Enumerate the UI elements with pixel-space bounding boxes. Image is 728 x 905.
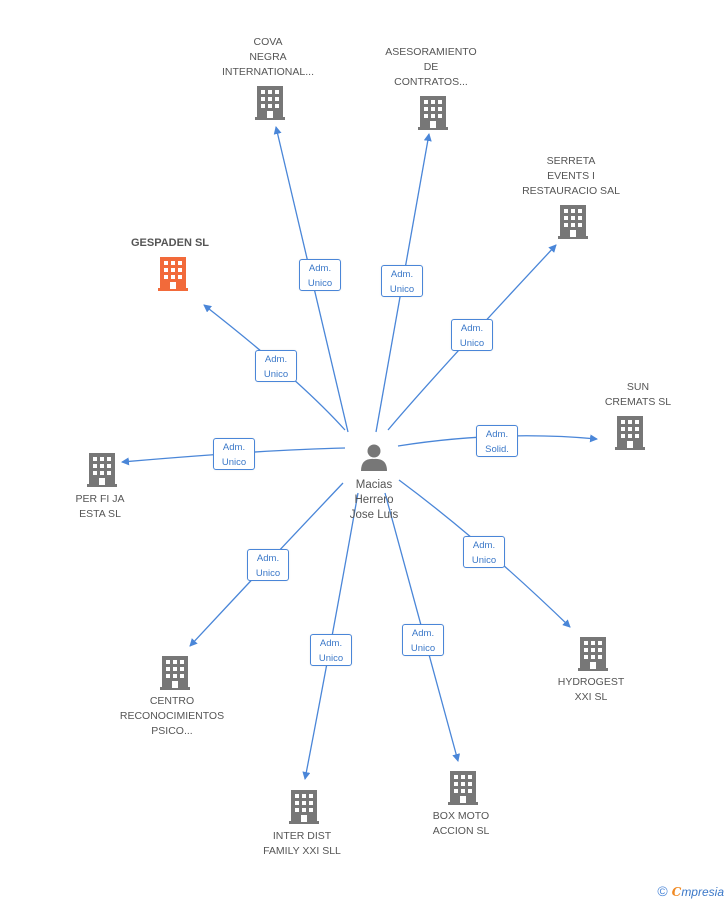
relation-badge-boxmoto[interactable]: Adm. Unico (402, 624, 444, 656)
relation-badge-serreta[interactable]: Adm. Unico (451, 319, 493, 351)
center-person-label[interactable]: Macias Herrero Jose Luis (349, 479, 399, 521)
node-label-perfija[interactable]: PER FI JA ESTA SL (75, 493, 125, 520)
node-label-interdist[interactable]: INTER DIST FAMILY XXI SLL (263, 830, 341, 857)
building-icon[interactable] (558, 205, 588, 239)
relation-badge-perfija[interactable]: Adm. Unico (213, 438, 255, 470)
building-icon[interactable] (418, 96, 448, 130)
relation-badge-interdist[interactable]: Adm. Unico (310, 634, 352, 666)
brand-logo-text: mpresia (681, 885, 724, 899)
person-icon[interactable] (361, 444, 387, 472)
node-label-cova[interactable]: COVA NEGRA INTERNATIONAL... (222, 36, 314, 78)
relation-badge-hydrogest[interactable]: Adm. Unico (463, 536, 505, 568)
node-label-hydrogest[interactable]: HYDROGEST XXI SL (557, 676, 625, 703)
building-icon[interactable] (578, 637, 608, 671)
building-icon[interactable] (160, 656, 190, 690)
building-icon[interactable] (448, 771, 478, 805)
node-label-boxmoto[interactable]: BOX MOTO ACCION SL (432, 810, 490, 837)
relation-badge-asesor[interactable]: Adm. Unico (381, 265, 423, 297)
brand-logo-letter: C (671, 885, 682, 899)
building-icon[interactable] (87, 453, 117, 487)
node-label-serreta[interactable]: SERRETA EVENTS I RESTAURACIO SAL (522, 155, 620, 197)
building-icon[interactable] (158, 257, 188, 291)
node-label-centro[interactable]: CENTRO RECONOCIMIENTOS PSICO... (119, 695, 225, 737)
empresia-brand: ©Cmpresia (657, 883, 724, 899)
edge-boxmoto (384, 492, 461, 762)
node-label-sun[interactable]: SUN CREMATS SL (604, 381, 672, 408)
building-icon[interactable] (289, 790, 319, 824)
node-label-asesor[interactable]: ASESORAMIENTO DE CONTRATOS... (385, 46, 477, 88)
edge-cova (273, 126, 349, 433)
copyright-icon: © (657, 883, 668, 899)
relation-badge-centro[interactable]: Adm. Unico (247, 549, 289, 581)
edge-serreta (387, 244, 557, 431)
relation-badge-sun[interactable]: Adm. Solid. (476, 425, 518, 457)
node-label-gespaden[interactable]: GESPADEN SL (130, 237, 210, 249)
relation-badge-gespaden[interactable]: Adm. Unico (255, 350, 297, 382)
building-icon[interactable] (615, 416, 645, 450)
relation-badge-cova[interactable]: Adm. Unico (299, 259, 341, 291)
building-icon[interactable] (255, 86, 285, 120)
